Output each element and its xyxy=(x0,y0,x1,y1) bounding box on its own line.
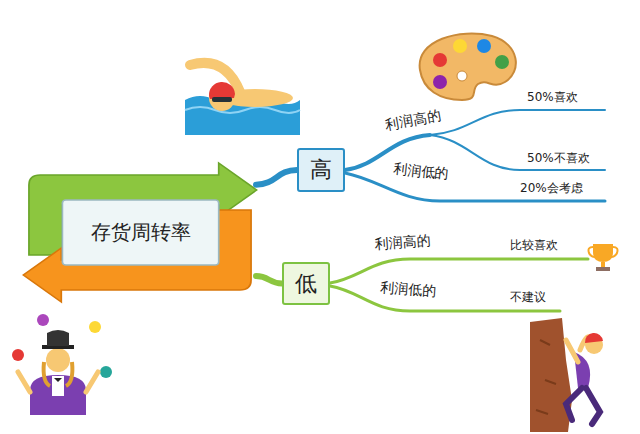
node-label: 高 xyxy=(310,155,332,185)
branch-box: 低 xyxy=(282,262,330,305)
central-topic: 存货周转率 xyxy=(20,160,260,305)
climber-icon xyxy=(530,318,603,432)
node-label: 存货周转率 xyxy=(62,200,218,265)
swimmer-icon xyxy=(185,63,300,135)
branch-box: 高 xyxy=(297,148,345,192)
palette-icon xyxy=(420,34,516,100)
branch-lines xyxy=(330,110,605,311)
juggler-icon xyxy=(12,314,112,415)
branch-label: 不建议 xyxy=(510,290,546,304)
branch-label: 利润高的 xyxy=(384,107,442,133)
branch-connector xyxy=(256,276,282,284)
node-label: 低 xyxy=(295,269,317,299)
branch-label: 50%不喜欢 xyxy=(527,151,590,165)
branch-label: 50%喜欢 xyxy=(527,90,578,104)
branch-connector xyxy=(256,170,297,185)
branch-label: 利润低的 xyxy=(392,160,449,183)
branch-label: 比较喜欢 xyxy=(510,238,558,252)
branch-label: 利润低的 xyxy=(379,279,436,300)
branch-label: 利润高的 xyxy=(374,232,431,253)
branch-label: 20%会考虑 xyxy=(520,181,583,195)
trophy-icon xyxy=(589,244,618,271)
